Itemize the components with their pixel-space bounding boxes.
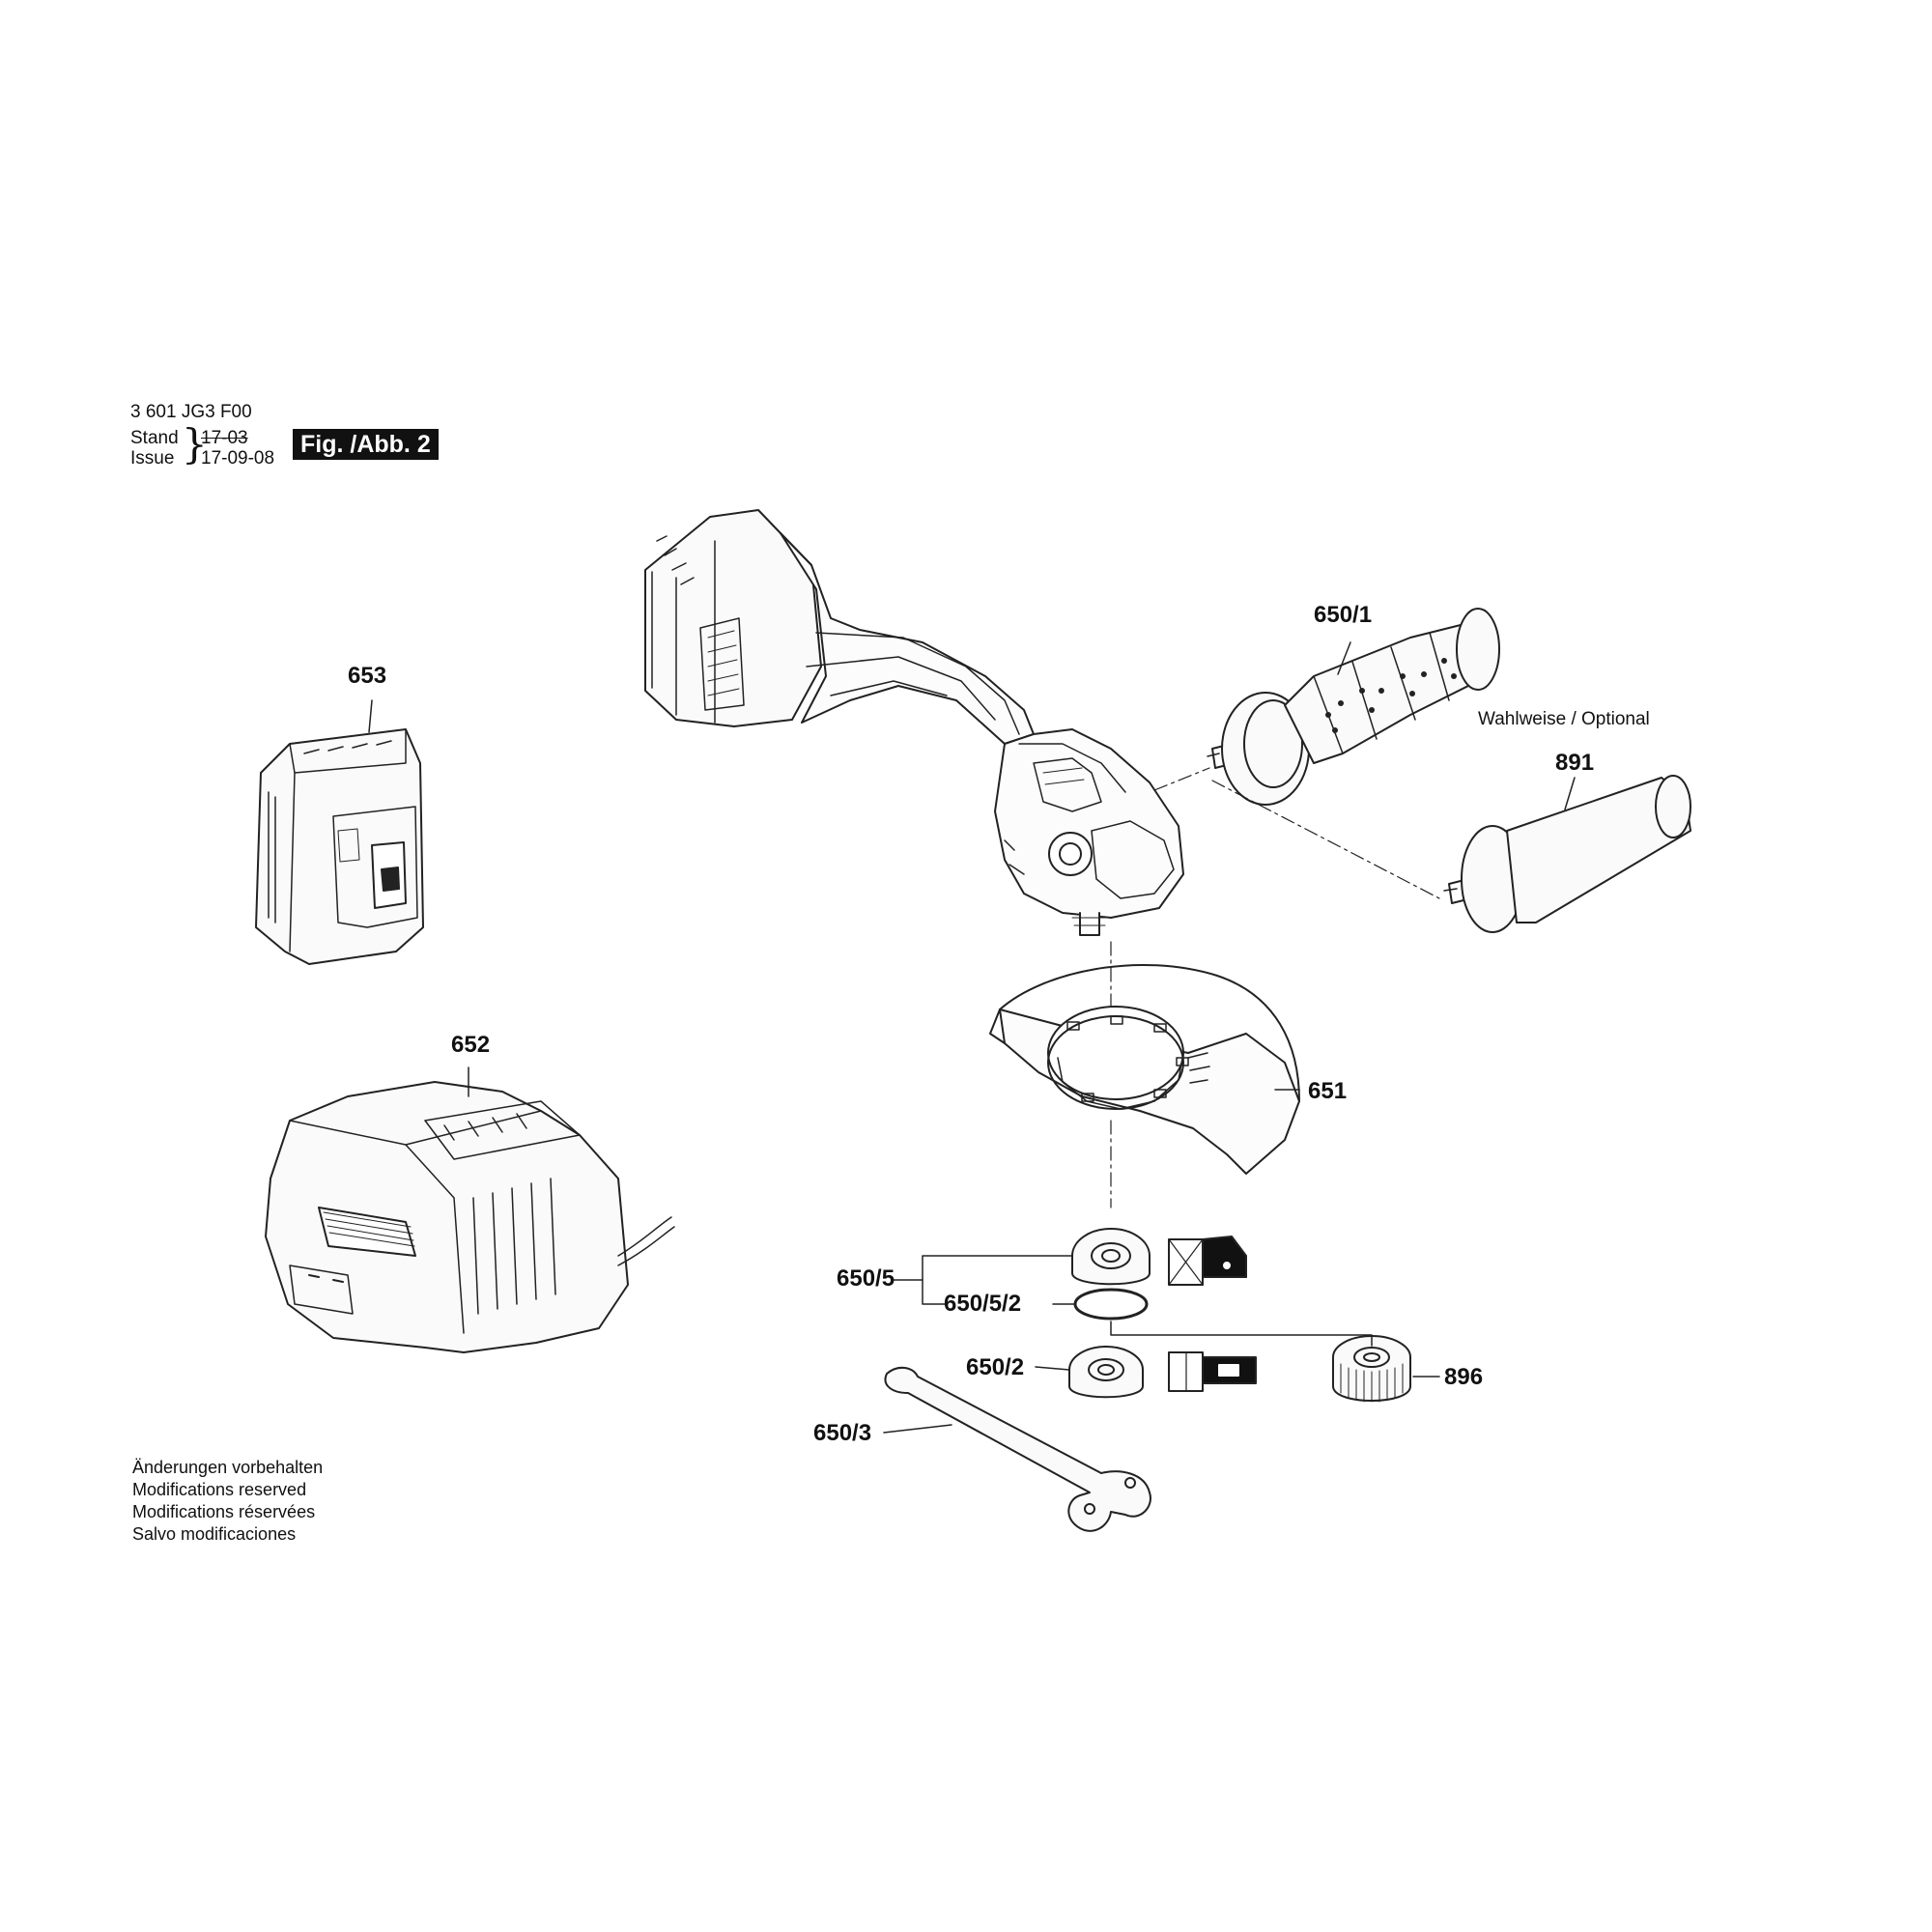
notice-line-fr: Modifications réservées — [132, 1502, 316, 1521]
label-650-2: 650/2 — [966, 1354, 1025, 1380]
figure-label: Fig. /Abb. 2 — [293, 429, 439, 460]
leader-lines — [369, 642, 1575, 1433]
label-650-1: 650/1 — [1314, 602, 1373, 628]
flange-650-5 — [1072, 1229, 1246, 1285]
label-650-5-2: 650/5/2 — [944, 1291, 1022, 1317]
clamping-nut-896 — [1333, 1336, 1410, 1402]
flange-650-2 — [1069, 1347, 1256, 1397]
two-pin-spanner-650-3 — [886, 1368, 1151, 1531]
stand-date: 17-03 — [201, 428, 248, 448]
optional-note: Wahlweise / Optional — [1478, 709, 1650, 729]
stand-label: Stand — [130, 428, 179, 448]
header-brace: } — [182, 420, 208, 468]
label-896: 896 — [1444, 1364, 1484, 1390]
model-number: 3 601 JG3 F00 — [130, 402, 252, 422]
issue-date: 17-09-08 — [201, 448, 275, 469]
issue-label: Issue — [130, 448, 175, 469]
notice-line-de: Änderungen vorbehalten — [132, 1458, 324, 1477]
label-891: 891 — [1555, 750, 1595, 776]
wheel-guard-651 — [990, 965, 1299, 1174]
battery-pack-653 — [256, 729, 423, 964]
label-650-5: 650/5 — [837, 1265, 895, 1292]
notice-line-en: Modifications reserved — [132, 1480, 307, 1499]
o-ring-650-5-2 — [1075, 1290, 1147, 1319]
charger-652 — [266, 1082, 674, 1352]
notice-line-es: Salvo modificaciones — [132, 1524, 297, 1544]
optional-handle-891 — [1444, 776, 1690, 932]
label-651: 651 — [1308, 1078, 1348, 1104]
modifications-notice: Änderungen vorbehalten Modifications res… — [132, 1457, 323, 1546]
flange-nut-connector — [1111, 1321, 1372, 1346]
label-653: 653 — [348, 663, 387, 689]
label-652: 652 — [451, 1032, 491, 1058]
angle-grinder — [645, 510, 1183, 935]
label-650-3: 650/3 — [813, 1420, 872, 1446]
auxiliary-handle-650-1 — [1208, 609, 1499, 805]
